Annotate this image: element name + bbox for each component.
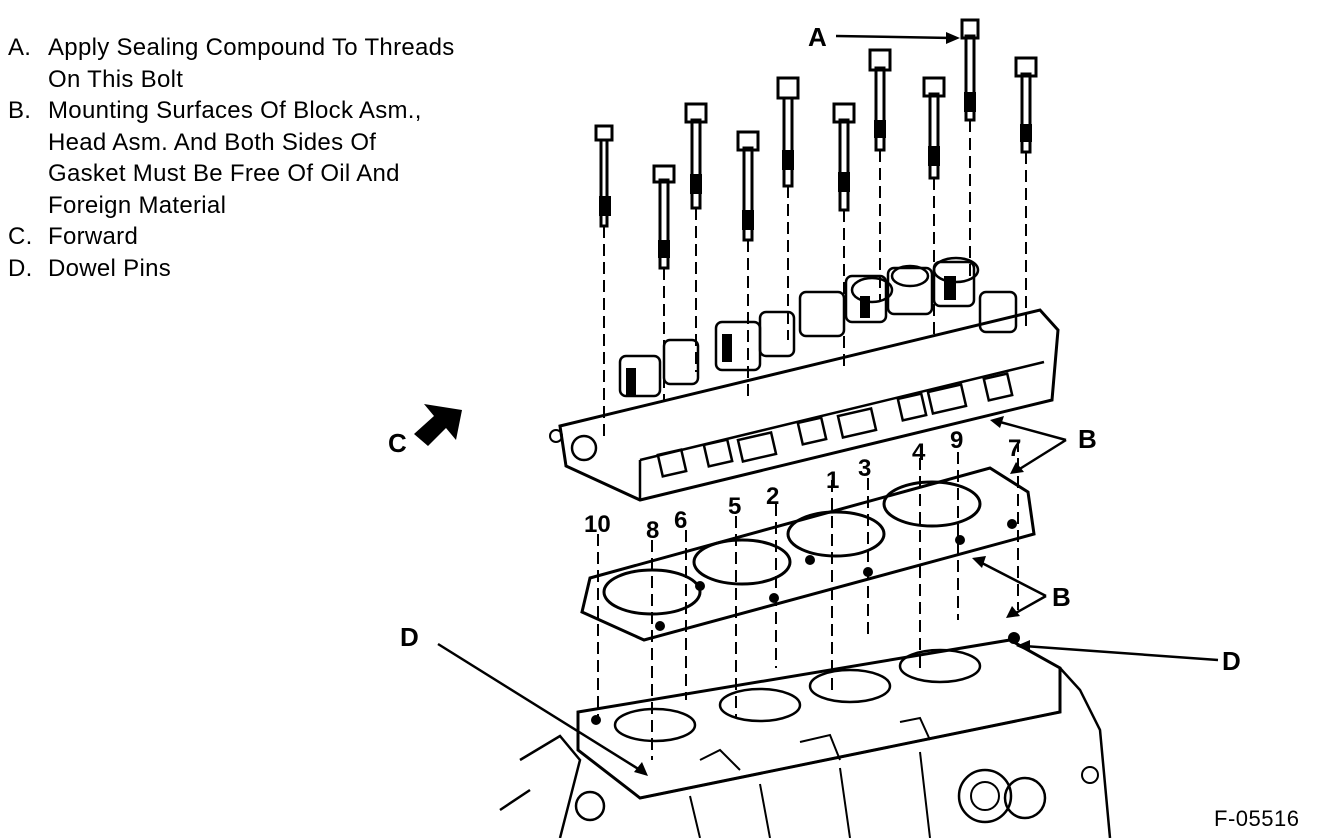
callout-a: A bbox=[808, 22, 827, 52]
cylinder-head bbox=[549, 256, 1060, 502]
legend-key: D. bbox=[8, 254, 33, 282]
callout-d-left: D bbox=[400, 622, 419, 652]
bolt-number-3: 3 bbox=[858, 455, 871, 482]
engine-block bbox=[499, 632, 1112, 838]
callout-b-head: B bbox=[1078, 424, 1097, 454]
figure-id: F-05516 bbox=[1214, 806, 1300, 831]
bolt-number-2: 2 bbox=[766, 483, 779, 510]
bolt-number-8: 8 bbox=[646, 517, 659, 544]
bolt-number-9: 9 bbox=[950, 427, 963, 454]
bolt-number-7: 7 bbox=[1008, 435, 1021, 462]
callout-b-gasket: B bbox=[1052, 582, 1071, 612]
legend-text: Apply Sealing Compound To Threads On Thi… bbox=[48, 34, 455, 93]
bolt-number-6: 6 bbox=[674, 507, 687, 534]
head-bolts bbox=[594, 18, 1038, 760]
callout-c: C bbox=[388, 428, 407, 458]
legend-key: A. bbox=[8, 34, 32, 61]
legend-key: C. bbox=[8, 223, 33, 250]
head-gasket bbox=[580, 466, 1036, 642]
bolt-number-5: 5 bbox=[728, 493, 741, 520]
bolt-number-4: 4 bbox=[912, 439, 926, 466]
legend-text: Mounting Surfaces Of Block Asm., Head As… bbox=[48, 97, 422, 219]
legend-text: Dowel Pins bbox=[48, 254, 172, 282]
legend-item: A. Apply Sealing Compound To Threads On T… bbox=[8, 32, 548, 95]
legend: A. Apply Sealing Compound To Threads On T… bbox=[8, 32, 548, 284]
legend-item: C. Forward bbox=[8, 221, 548, 253]
callout-d-right: D bbox=[1222, 646, 1241, 676]
bolt-number-1: 1 bbox=[826, 467, 839, 494]
leader-lines bbox=[437, 34, 1219, 772]
legend-item: D. Dowel Pins bbox=[8, 253, 548, 285]
bolt-number-10: 10 bbox=[584, 511, 611, 538]
legend-key: B. bbox=[8, 97, 32, 124]
forward-arrow bbox=[414, 404, 462, 446]
legend-text: Forward bbox=[48, 223, 139, 250]
legend-item: B. Mounting Surfaces Of Block Asm., Head … bbox=[8, 95, 548, 221]
